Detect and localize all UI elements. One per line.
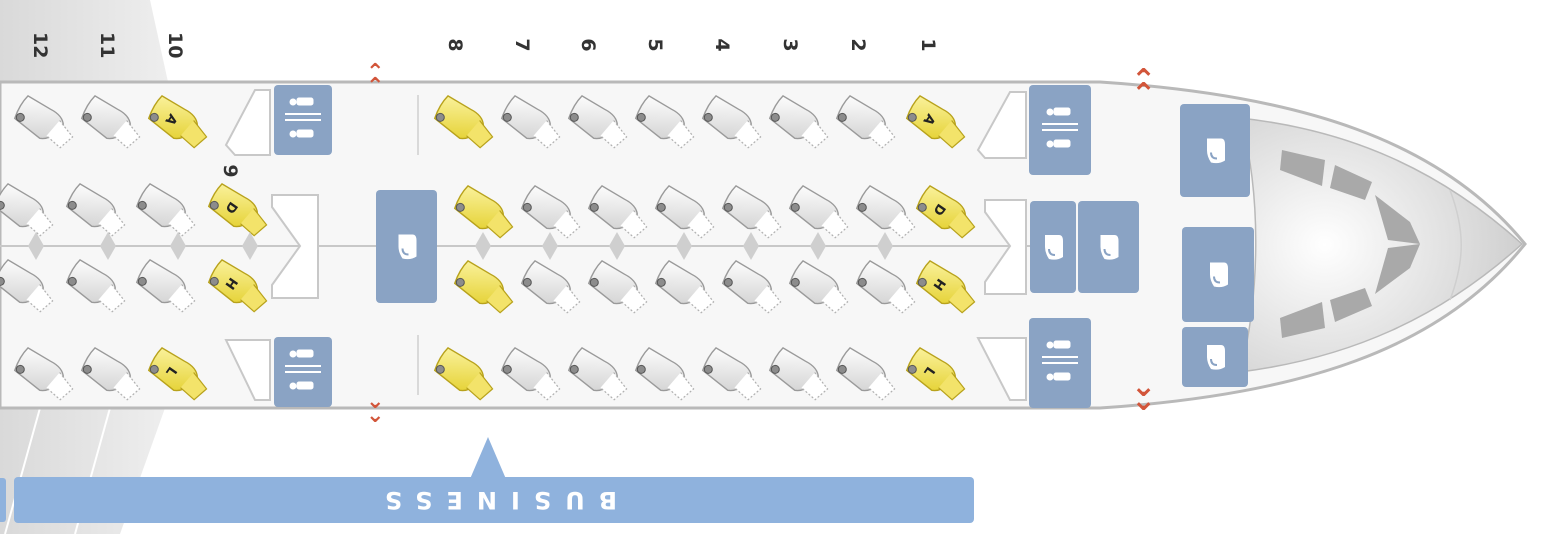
galley-icon [1182, 327, 1248, 387]
row-number: 9 [219, 164, 241, 178]
seat-selectable[interactable] [431, 346, 498, 406]
row-number: 12 [29, 32, 51, 59]
seat-selectable[interactable] [451, 259, 518, 319]
seat-selectable[interactable]: A [903, 94, 970, 154]
exit-arrow-icon: ⌃⌃ [366, 60, 384, 99]
lavatory-icon [1029, 318, 1091, 408]
galley-icon [1180, 104, 1250, 197]
section-pointer [470, 437, 506, 479]
lavatory-icon [1029, 85, 1091, 175]
row-number: 8 [444, 38, 466, 52]
seat-console [170, 232, 186, 260]
galley-icon [1078, 201, 1139, 293]
exit-arrow-icon: ⌄⌄ [366, 389, 384, 428]
row-number: 5 [644, 38, 666, 52]
galley-icon [376, 190, 437, 303]
seat-console [676, 232, 692, 260]
row-number: 1 [917, 38, 939, 52]
row-number: 4 [711, 38, 733, 52]
seat-selectable[interactable] [451, 184, 518, 244]
seat[interactable] [78, 94, 145, 154]
seat[interactable] [565, 94, 632, 154]
seat[interactable] [833, 94, 900, 154]
galley-icon [1030, 201, 1076, 293]
lavatory-icon [274, 85, 332, 155]
seat[interactable] [78, 346, 145, 406]
seat[interactable] [833, 346, 900, 406]
seat[interactable] [133, 182, 200, 242]
seat[interactable] [133, 258, 200, 318]
seat[interactable] [719, 259, 786, 319]
row-number: 6 [577, 38, 599, 52]
seat-console [28, 232, 44, 260]
seat[interactable] [0, 182, 59, 242]
seat[interactable] [719, 184, 786, 244]
seat[interactable] [786, 259, 853, 319]
seat-console [475, 232, 491, 260]
seat[interactable] [766, 94, 833, 154]
section-label: BUSINESS [371, 486, 617, 514]
seat[interactable] [699, 346, 766, 406]
seat-console [743, 232, 759, 260]
row-number: 10 [164, 32, 186, 59]
seat-selectable[interactable]: L [903, 346, 970, 406]
seat[interactable] [0, 258, 59, 318]
seat[interactable] [632, 94, 699, 154]
seat-console [542, 232, 558, 260]
seat[interactable] [63, 182, 130, 242]
seat-console [242, 232, 258, 260]
seat[interactable] [11, 94, 78, 154]
seat-selectable[interactable]: D [205, 182, 272, 242]
seat[interactable] [652, 259, 719, 319]
seat-selectable[interactable]: L [145, 346, 212, 406]
seat-console [609, 232, 625, 260]
seat-selectable[interactable]: H [913, 259, 980, 319]
seat-selectable[interactable]: D [913, 184, 980, 244]
seat[interactable] [63, 258, 130, 318]
prev-section-tab[interactable] [0, 478, 6, 522]
seat[interactable] [585, 184, 652, 244]
section-banner[interactable]: BUSINESS [14, 477, 974, 523]
row-number: 7 [511, 38, 533, 52]
seat[interactable] [699, 94, 766, 154]
galley-icon [1182, 227, 1254, 322]
seat[interactable] [632, 346, 699, 406]
row-number: 2 [847, 38, 869, 52]
seat-selectable[interactable] [431, 94, 498, 154]
seat[interactable] [853, 184, 920, 244]
seat[interactable] [652, 184, 719, 244]
seat[interactable] [518, 259, 585, 319]
seat-selectable[interactable]: A [145, 94, 212, 154]
lavatory-icon [274, 337, 332, 407]
seat[interactable] [786, 184, 853, 244]
seat[interactable] [766, 346, 833, 406]
seat[interactable] [518, 184, 585, 244]
seat-console [877, 232, 893, 260]
seat[interactable] [585, 259, 652, 319]
exit-arrow-icon: ⌄⌄ [1131, 369, 1156, 418]
seat[interactable] [565, 346, 632, 406]
nose-line [1449, 189, 1462, 301]
bulkhead-diagonal [224, 89, 1027, 401]
bulkhead [271, 194, 1027, 299]
seat[interactable] [11, 346, 78, 406]
wing-upper [0, 0, 168, 82]
row-number: 3 [779, 38, 801, 52]
seat[interactable] [498, 94, 565, 154]
cockpit-icon [1280, 150, 1420, 338]
seat-console [810, 232, 826, 260]
exit-arrow-icon: ⌃⌃ [1131, 63, 1156, 112]
seat-console [100, 232, 116, 260]
wing-line [4, 407, 41, 535]
seat[interactable] [498, 346, 565, 406]
seat-selectable[interactable]: H [205, 258, 272, 318]
seat[interactable] [853, 259, 920, 319]
row-number: 11 [96, 32, 118, 59]
